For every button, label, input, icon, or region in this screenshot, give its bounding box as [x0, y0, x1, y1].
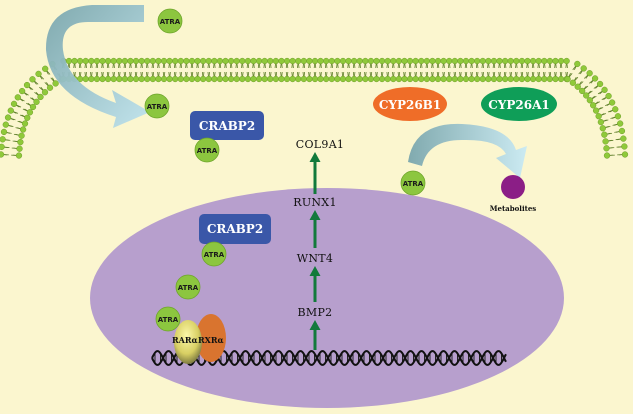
- svg-text:ATRA: ATRA: [160, 18, 181, 26]
- crabp2-label-cytoplasm: CRABP2: [199, 119, 255, 133]
- cyp26b1-label: CYP26B1: [379, 98, 441, 112]
- atra-molecule-cyp26-substrate: ATRA: [400, 170, 426, 196]
- rar-receptor: [174, 320, 202, 364]
- gene-col9a1: COL9A1: [296, 138, 344, 151]
- atra-molecule-extracellular: ATRA: [157, 8, 183, 34]
- crabp2-box-nucleus: [199, 214, 271, 244]
- atra-molecule-crabp2-nucleus: ATRA: [201, 241, 227, 267]
- nucleus: [90, 188, 564, 408]
- gene-runx1: RUNX1: [293, 196, 337, 209]
- crabp2-box-cytoplasm: [190, 111, 264, 140]
- cyp26b1-enzyme: [373, 87, 447, 121]
- rxr-label: RXRα: [198, 335, 224, 345]
- svg-text:ATRA: ATRA: [178, 284, 199, 292]
- atra-molecule-nucleus-free: ATRA: [175, 274, 201, 300]
- metabolites-label: Metabolites: [490, 204, 537, 213]
- atra-molecule-entering: ATRA: [144, 93, 170, 119]
- rar-label: RARα: [172, 335, 198, 345]
- atra-molecule-crabp2-cytoplasm: ATRA: [194, 137, 220, 163]
- gene-bmp2: BMP2: [298, 306, 333, 319]
- svg-text:ATRA: ATRA: [158, 316, 179, 324]
- svg-text:ATRA: ATRA: [204, 251, 225, 259]
- rxr-receptor: [196, 314, 226, 362]
- svg-text:ATRA: ATRA: [197, 147, 218, 155]
- cell-membrane: [0, 57, 629, 159]
- atra-molecule-receptor-bound: ATRA: [155, 306, 181, 332]
- cyp26a1-enzyme: [481, 87, 557, 121]
- svg-text:ATRA: ATRA: [403, 180, 424, 188]
- gene-pathway: [309, 152, 321, 350]
- gene-wnt4: WNT4: [297, 252, 333, 265]
- svg-text:ATRA: ATRA: [147, 103, 168, 111]
- metabolites-molecule: [501, 175, 525, 199]
- cyp26a1-label: CYP26A1: [488, 98, 550, 112]
- atra-uptake-arrow: [45, 5, 150, 128]
- cyp26-degradation-arrow: [408, 123, 527, 178]
- crabp2-label-nucleus: CRABP2: [207, 222, 263, 236]
